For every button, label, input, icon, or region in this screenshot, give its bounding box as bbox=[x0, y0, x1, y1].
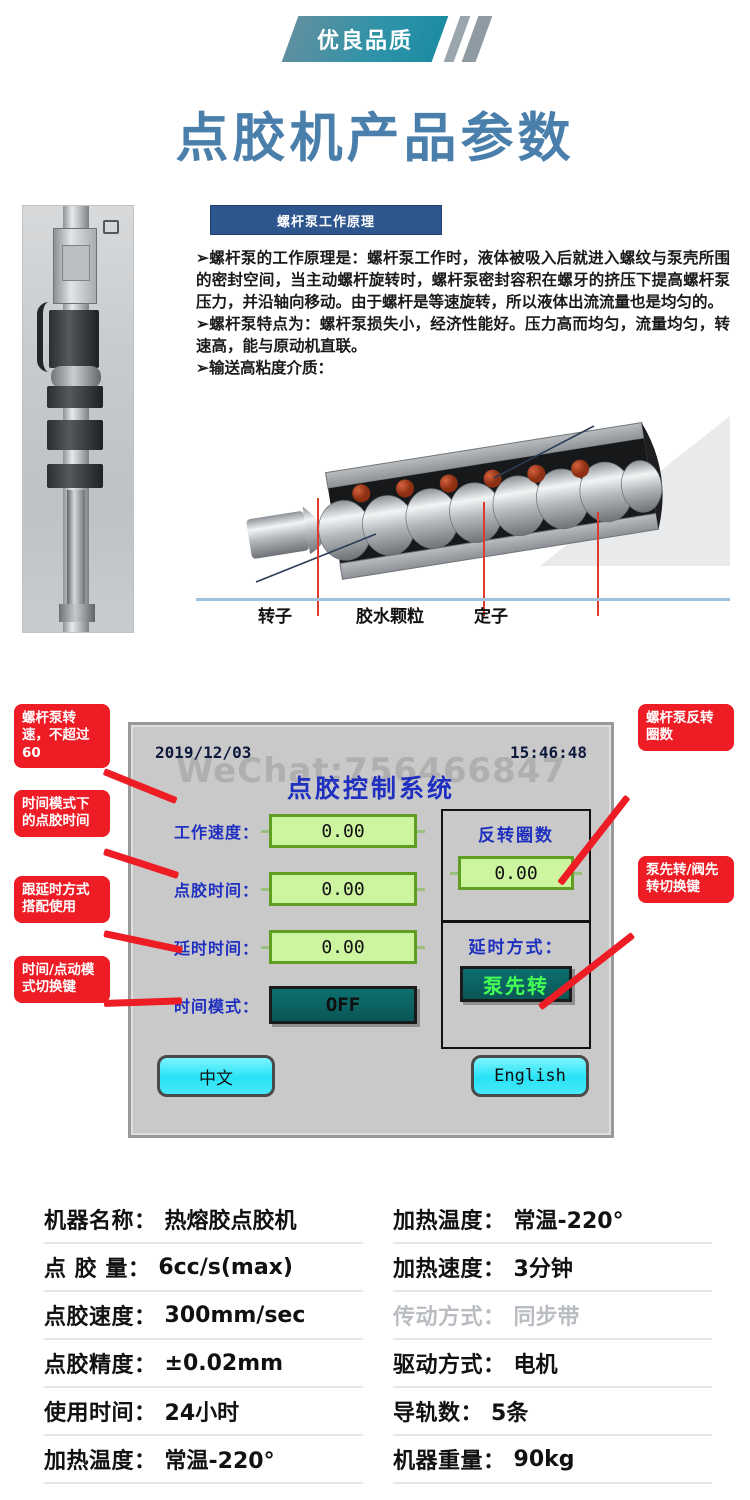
language-bar: 中文 English bbox=[157, 1055, 589, 1101]
chinese-language-button[interactable]: 中文 bbox=[157, 1055, 275, 1097]
spec-value: 热熔胶点胶机 bbox=[164, 1209, 297, 1234]
reverse-turns-input[interactable]: 0.00 bbox=[450, 856, 582, 890]
time-mode-toggle[interactable]: OFF bbox=[269, 986, 417, 1024]
photo-foot bbox=[59, 604, 95, 622]
hmi-control-panel: WeChat:756466847 2019/12/03 15:46:48 点胶控… bbox=[128, 722, 614, 1138]
hmi-left-column: 工作速度： 0.00 点胶时间： 0.00 延时时间： 0.00 时间模式： O… bbox=[157, 811, 429, 1043]
spec-row-heat-temp-right: 加热温度： 常温-220° bbox=[393, 1196, 712, 1244]
diagram-label-rotor: 转子 bbox=[258, 607, 292, 627]
specification-table: 机器名称： 热熔胶点胶机 加热温度： 常温-220° 点 胶 量： 6cc/s(… bbox=[44, 1196, 712, 1484]
photo-block-a bbox=[49, 310, 99, 368]
spec-key: 驱动方式： bbox=[393, 1353, 506, 1378]
spec-key: 传动方式： bbox=[393, 1305, 506, 1330]
spec-value: ±0.02mm bbox=[164, 1350, 284, 1376]
spec-key: 加热温度： bbox=[393, 1209, 506, 1234]
spec-row-transmission: 传动方式： 同步带 bbox=[393, 1292, 712, 1340]
spec-value: 同步带 bbox=[513, 1305, 580, 1330]
spec-row-dispense-volume: 点 胶 量： 6cc/s(max) bbox=[44, 1244, 363, 1292]
spec-row-machine-weight: 机器重量： 90kg bbox=[393, 1436, 712, 1484]
product-photo bbox=[22, 205, 134, 633]
photo-block-d bbox=[47, 464, 103, 488]
spec-value: 5条 bbox=[491, 1401, 529, 1426]
time-mode-label: 时间模式： bbox=[173, 997, 259, 1016]
hmi-title: 点胶控制系统 bbox=[286, 774, 455, 803]
spec-row-dispense-speed: 点胶速度： 300mm/sec bbox=[44, 1292, 363, 1340]
work-speed-label: 工作速度： bbox=[173, 823, 259, 842]
callout-pump-valve-toggle: 泵先转/阀先转切换键 bbox=[638, 856, 734, 903]
photo-block-b bbox=[47, 386, 103, 408]
row-dispense-time: 点胶时间： 0.00 bbox=[157, 869, 429, 909]
spec-value: 常温-220° bbox=[513, 1209, 624, 1234]
spec-key: 点胶精度： bbox=[44, 1353, 157, 1378]
spec-row-usage-time: 使用时间： 24小时 bbox=[44, 1388, 363, 1436]
work-speed-input[interactable]: 0.00 bbox=[261, 814, 425, 848]
row-time-mode: 时间模式： OFF bbox=[157, 985, 429, 1025]
photo-block-c bbox=[47, 420, 103, 450]
diagram-label-glue: 胶水颗粒 bbox=[356, 607, 424, 627]
diagram-label-stator: 定子 bbox=[474, 607, 508, 627]
spec-value: 300mm/sec bbox=[164, 1302, 306, 1328]
spec-row-machine-name: 机器名称： 热熔胶点胶机 bbox=[44, 1196, 363, 1244]
spec-row-precision: 点胶精度： ±0.02mm bbox=[44, 1340, 363, 1388]
spec-value: 6cc/s(max) bbox=[158, 1254, 293, 1280]
english-language-button[interactable]: English bbox=[471, 1055, 589, 1097]
spec-key: 机器重量： bbox=[393, 1449, 506, 1474]
principle-title: 螺杆泵工作原理 bbox=[210, 205, 442, 235]
page-title: 点胶机产品参数 bbox=[175, 108, 575, 169]
principle-paragraph-2: ➢螺杆泵特点为：螺杆泵损失小，经济性能好。压力高而均匀，流量均匀，转速高，能与原… bbox=[196, 314, 730, 355]
screw-pump-illustration bbox=[196, 386, 730, 636]
photo-shaft bbox=[67, 490, 85, 610]
screw-pump-drawing bbox=[246, 422, 663, 616]
delay-time-label: 延时时间： bbox=[173, 939, 259, 958]
hmi-date: 2019/12/03 bbox=[155, 743, 252, 762]
spec-key: 点胶速度： bbox=[44, 1305, 157, 1330]
spec-key: 机器名称： bbox=[44, 1209, 157, 1234]
quality-tag: 优良品质 bbox=[281, 16, 449, 62]
photo-cable bbox=[37, 302, 55, 372]
dispense-time-input[interactable]: 0.00 bbox=[261, 872, 425, 906]
callout-time-jog-toggle: 时间/点动模式切换键 bbox=[14, 956, 110, 1003]
hmi-time: 15:46:48 bbox=[509, 743, 587, 762]
delay-time-input[interactable]: 0.00 bbox=[261, 930, 425, 964]
reverse-turns-caption: 反转圈数 bbox=[478, 826, 554, 846]
spec-value: 90kg bbox=[513, 1446, 575, 1472]
photo-motor bbox=[51, 366, 101, 388]
quality-tag-label: 优良品质 bbox=[316, 29, 413, 54]
spec-row-rail-count: 导轨数： 5条 bbox=[393, 1388, 712, 1436]
callout-screw-pump-speed: 螺杆泵转速，不超过60 bbox=[14, 704, 110, 768]
photo-corner-mark bbox=[103, 220, 119, 234]
callout-reverse-turns: 螺杆泵反转圈数 bbox=[638, 704, 734, 751]
spec-value: 电机 bbox=[513, 1353, 558, 1378]
callout-delay-pairing: 跟延时方式搭配使用 bbox=[14, 876, 110, 923]
spec-value: 24小时 bbox=[164, 1401, 240, 1426]
spec-key: 点 胶 量： bbox=[44, 1257, 151, 1282]
diagram-label-rail bbox=[196, 598, 730, 601]
spec-value: 3分钟 bbox=[513, 1257, 573, 1282]
hmi-screen: WeChat:756466847 2019/12/03 15:46:48 点胶控… bbox=[139, 733, 603, 1127]
row-delay-time: 延时时间： 0.00 bbox=[157, 927, 429, 967]
photo-dispensing-head bbox=[53, 228, 97, 304]
spec-row-heat-temp-left: 加热温度： 常温-220° bbox=[44, 1436, 363, 1484]
top-banner: 优良品质 bbox=[0, 8, 750, 66]
callout-dispense-time: 时间模式下的点胶时间 bbox=[14, 790, 110, 837]
spec-key: 加热速度： bbox=[393, 1257, 506, 1282]
reverse-turns-group: 反转圈数 0.00 bbox=[443, 811, 589, 923]
hmi-right-column: 反转圈数 0.00 延时方式： 泵先转 bbox=[441, 809, 591, 1049]
spec-key: 加热温度： bbox=[44, 1449, 157, 1474]
principle-section: 螺杆泵工作原理 ➢螺杆泵的工作原理是：螺杆泵工作时，液体被吸入后就进入螺纹与泵壳… bbox=[196, 205, 730, 379]
spec-key: 导轨数： bbox=[393, 1401, 484, 1426]
principle-paragraph-3: ➢输送高粘度介质： bbox=[196, 358, 333, 377]
principle-paragraph-1: ➢螺杆泵的工作原理是：螺杆泵工作时，液体被吸入后就进入螺纹与泵壳所围的密封空间，… bbox=[196, 248, 730, 311]
spec-value: 常温-220° bbox=[164, 1449, 275, 1474]
delay-mode-caption: 延时方式： bbox=[468, 938, 564, 958]
row-work-speed: 工作速度： 0.00 bbox=[157, 811, 429, 851]
spec-key: 使用时间： bbox=[44, 1401, 157, 1426]
dispense-time-label: 点胶时间： bbox=[173, 881, 259, 900]
spec-row-drive: 驱动方式： 电机 bbox=[393, 1340, 712, 1388]
spec-row-heat-speed: 加热速度： 3分钟 bbox=[393, 1244, 712, 1292]
principle-body: ➢螺杆泵的工作原理是：螺杆泵工作时，液体被吸入后就进入螺纹与泵壳所围的密封空间，… bbox=[196, 247, 730, 379]
